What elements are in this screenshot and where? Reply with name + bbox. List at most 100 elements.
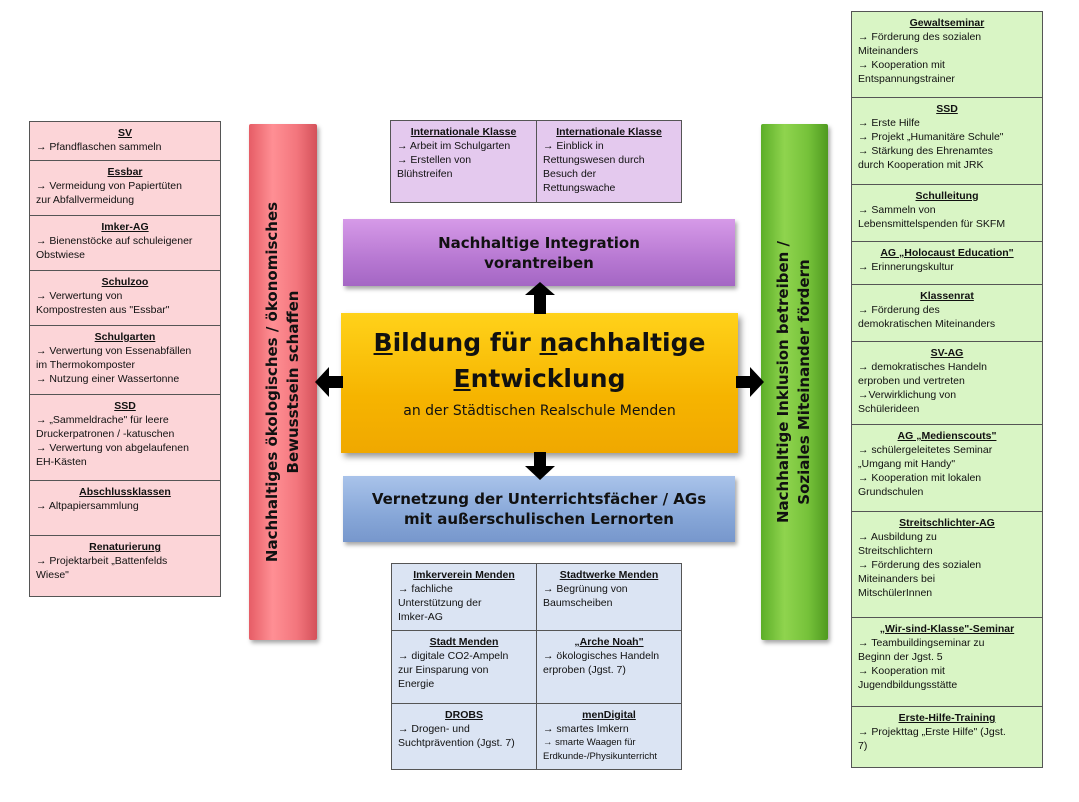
box-title: AG „Holocaust Education" (880, 247, 1014, 259)
right-pillar-line1: Nachhaltige Inklusion betreiben / (774, 240, 793, 524)
box-title: Essbar (107, 166, 143, 178)
left-pillar-line1: Nachhaltiges ökologisches / ökonomisches (263, 201, 282, 563)
box-line: Grundschulen (858, 486, 924, 498)
box-line: Jugendbildungsstätte (858, 679, 958, 691)
box-line: Rettungswesen durch (543, 154, 645, 166)
left-pillar-label: Nachhaltiges ökologisches / ökonomisches… (262, 202, 304, 562)
box-line: Baumscheiben (543, 597, 613, 609)
box-line: → Projekt „Humanitäre Schule" (858, 131, 1004, 143)
arrow-right-icon (736, 367, 764, 397)
box-line: → Drogen- und (398, 723, 470, 735)
box-line: im Thermokomposter (36, 359, 136, 371)
box-title: Streitschlichter-AG (899, 517, 995, 529)
box-line: → Förderung des sozialen (858, 559, 982, 571)
box-line: Unterstützung der (398, 597, 482, 609)
box-line: → Altpapiersammlung (36, 500, 139, 512)
box-line: →Verwirklichung von (858, 389, 957, 401)
box-line: → Vermeidung von Papiertüten (36, 180, 182, 192)
box-line: durch Kooperation mit JRK (858, 159, 984, 171)
left-box-schulgarten: Schulgarten→ Verwertung von Essenabfälle… (29, 326, 221, 395)
box-line: Energie (398, 678, 435, 690)
box-line: → Verwertung von abgelaufenen (36, 442, 189, 454)
left-pillar-line2: Bewusstsein schaffen (284, 290, 303, 474)
arrow-up-icon (525, 282, 555, 314)
box-line: 7) (858, 740, 868, 752)
arrow-left-icon (315, 367, 343, 397)
box-line: → Pfandflaschen sammeln (36, 141, 162, 153)
title-part: E (453, 364, 471, 393)
bottom-bar-vernetzung: Vernetzung der Unterrichtsfächer / AGs m… (343, 476, 735, 542)
box-line: → Bienenstöcke auf schuleigener (36, 235, 193, 247)
box-line: → Verwertung von (36, 290, 123, 302)
box-title: SV-AG (930, 347, 964, 359)
box-title: Stadtwerke Menden (559, 569, 659, 581)
center-box: Bildung für nachhaltige Entwicklung an d… (341, 313, 738, 453)
center-title-line2: Entwicklung (454, 364, 626, 393)
left-box-abschlussklassen: Abschlussklassen→ Altpapiersammlung (29, 481, 221, 536)
box-line: Rettungswache (543, 182, 616, 194)
box-line: → Nutzung einer Wassertonne (36, 373, 180, 385)
left-box-sv: SV → Pfandflaschen sammeln (29, 121, 221, 161)
box-title: DROBS (445, 709, 483, 721)
box-title: SSD (114, 400, 136, 412)
box-line: Blühstreifen (397, 168, 453, 180)
box-line: → Arbeit im Schulgarten (397, 140, 511, 152)
box-title: Internationale Klasse (556, 126, 662, 138)
box-line: Entspannungstrainer (858, 73, 955, 85)
box-title: Schulgarten (94, 331, 156, 343)
top-bar-integration: Nachhaltige Integration vorantreiben (343, 219, 735, 286)
box-line: → Erste Hilfe (858, 117, 920, 129)
box-line: Miteinanders bei (858, 573, 936, 585)
box-title: Imkerverein Menden (413, 569, 515, 581)
title-part: achhaltige (557, 328, 706, 357)
box-line: erproben und vertreten (858, 375, 965, 387)
box-line: → Begrünung von (543, 583, 628, 595)
left-box-renaturierung: Renaturierung→ Projektarbeit „Battenfeld… (29, 536, 221, 597)
box-line: Besuch der (543, 168, 597, 180)
box-line: → Sammeln von (858, 204, 936, 216)
box-line: Suchtprävention (Jgst. 7) (398, 737, 515, 749)
box-line: → Kooperation mit (858, 665, 945, 677)
box-line: → Erstellen von (397, 154, 472, 166)
box-line: → Förderung des (858, 304, 940, 316)
box-title: Internationale Klasse (410, 126, 517, 138)
right-box-ssd: SSD→ Erste Hilfe→ Projekt „Humanitäre Sc… (851, 98, 1043, 185)
title-part: ntwicklung (470, 364, 626, 393)
box-line: Kompostresten aus "Essbar" (36, 304, 170, 316)
top-bar-line2: vorantreiben (484, 253, 594, 272)
box-line: Streitschlichtern (858, 545, 933, 557)
box-line: → fachliche (398, 583, 453, 595)
box-line: zur Abfallvermeidung (36, 194, 135, 206)
box-line: → smartes Imkern (543, 723, 629, 735)
left-box-essbar: Essbar → Vermeidung von Papiertüten zur Ab… (29, 161, 221, 216)
box-title: Gewaltseminar (909, 17, 985, 29)
box-line: → Stärkung des Ehrenamtes (858, 145, 993, 157)
bottom-bar-line2: mit außerschulischen Lernorten (404, 510, 674, 528)
right-box-erste-hilfe-training: Erste-Hilfe-Training→ Projekttag „Erste … (851, 707, 1043, 768)
box-title: Imker-AG (101, 221, 149, 233)
box-title: SV (117, 127, 132, 139)
box-line: zur Einsparung von (398, 664, 489, 676)
box-title: Renaturierung (89, 541, 161, 553)
box-line: Druckerpatronen / -katuschen (36, 428, 175, 440)
box-line: Imker-AG (398, 611, 443, 623)
box-title: Klassenrat (920, 290, 974, 302)
box-line: „Umgang mit Handy" (858, 458, 956, 470)
box-line: erproben (Jgst. 7) (543, 664, 626, 676)
box-line: Lebensmittelspenden für SKFM (858, 218, 1006, 230)
right-pillar-line2: Soziales Miteinander fördern (795, 259, 814, 505)
box-title: Stadt Menden (429, 636, 499, 648)
right-pillar-label: Nachhaltige Inklusion betreiben / Sozial… (774, 241, 816, 523)
box-line: → schülergeleitetes Seminar (858, 444, 993, 456)
